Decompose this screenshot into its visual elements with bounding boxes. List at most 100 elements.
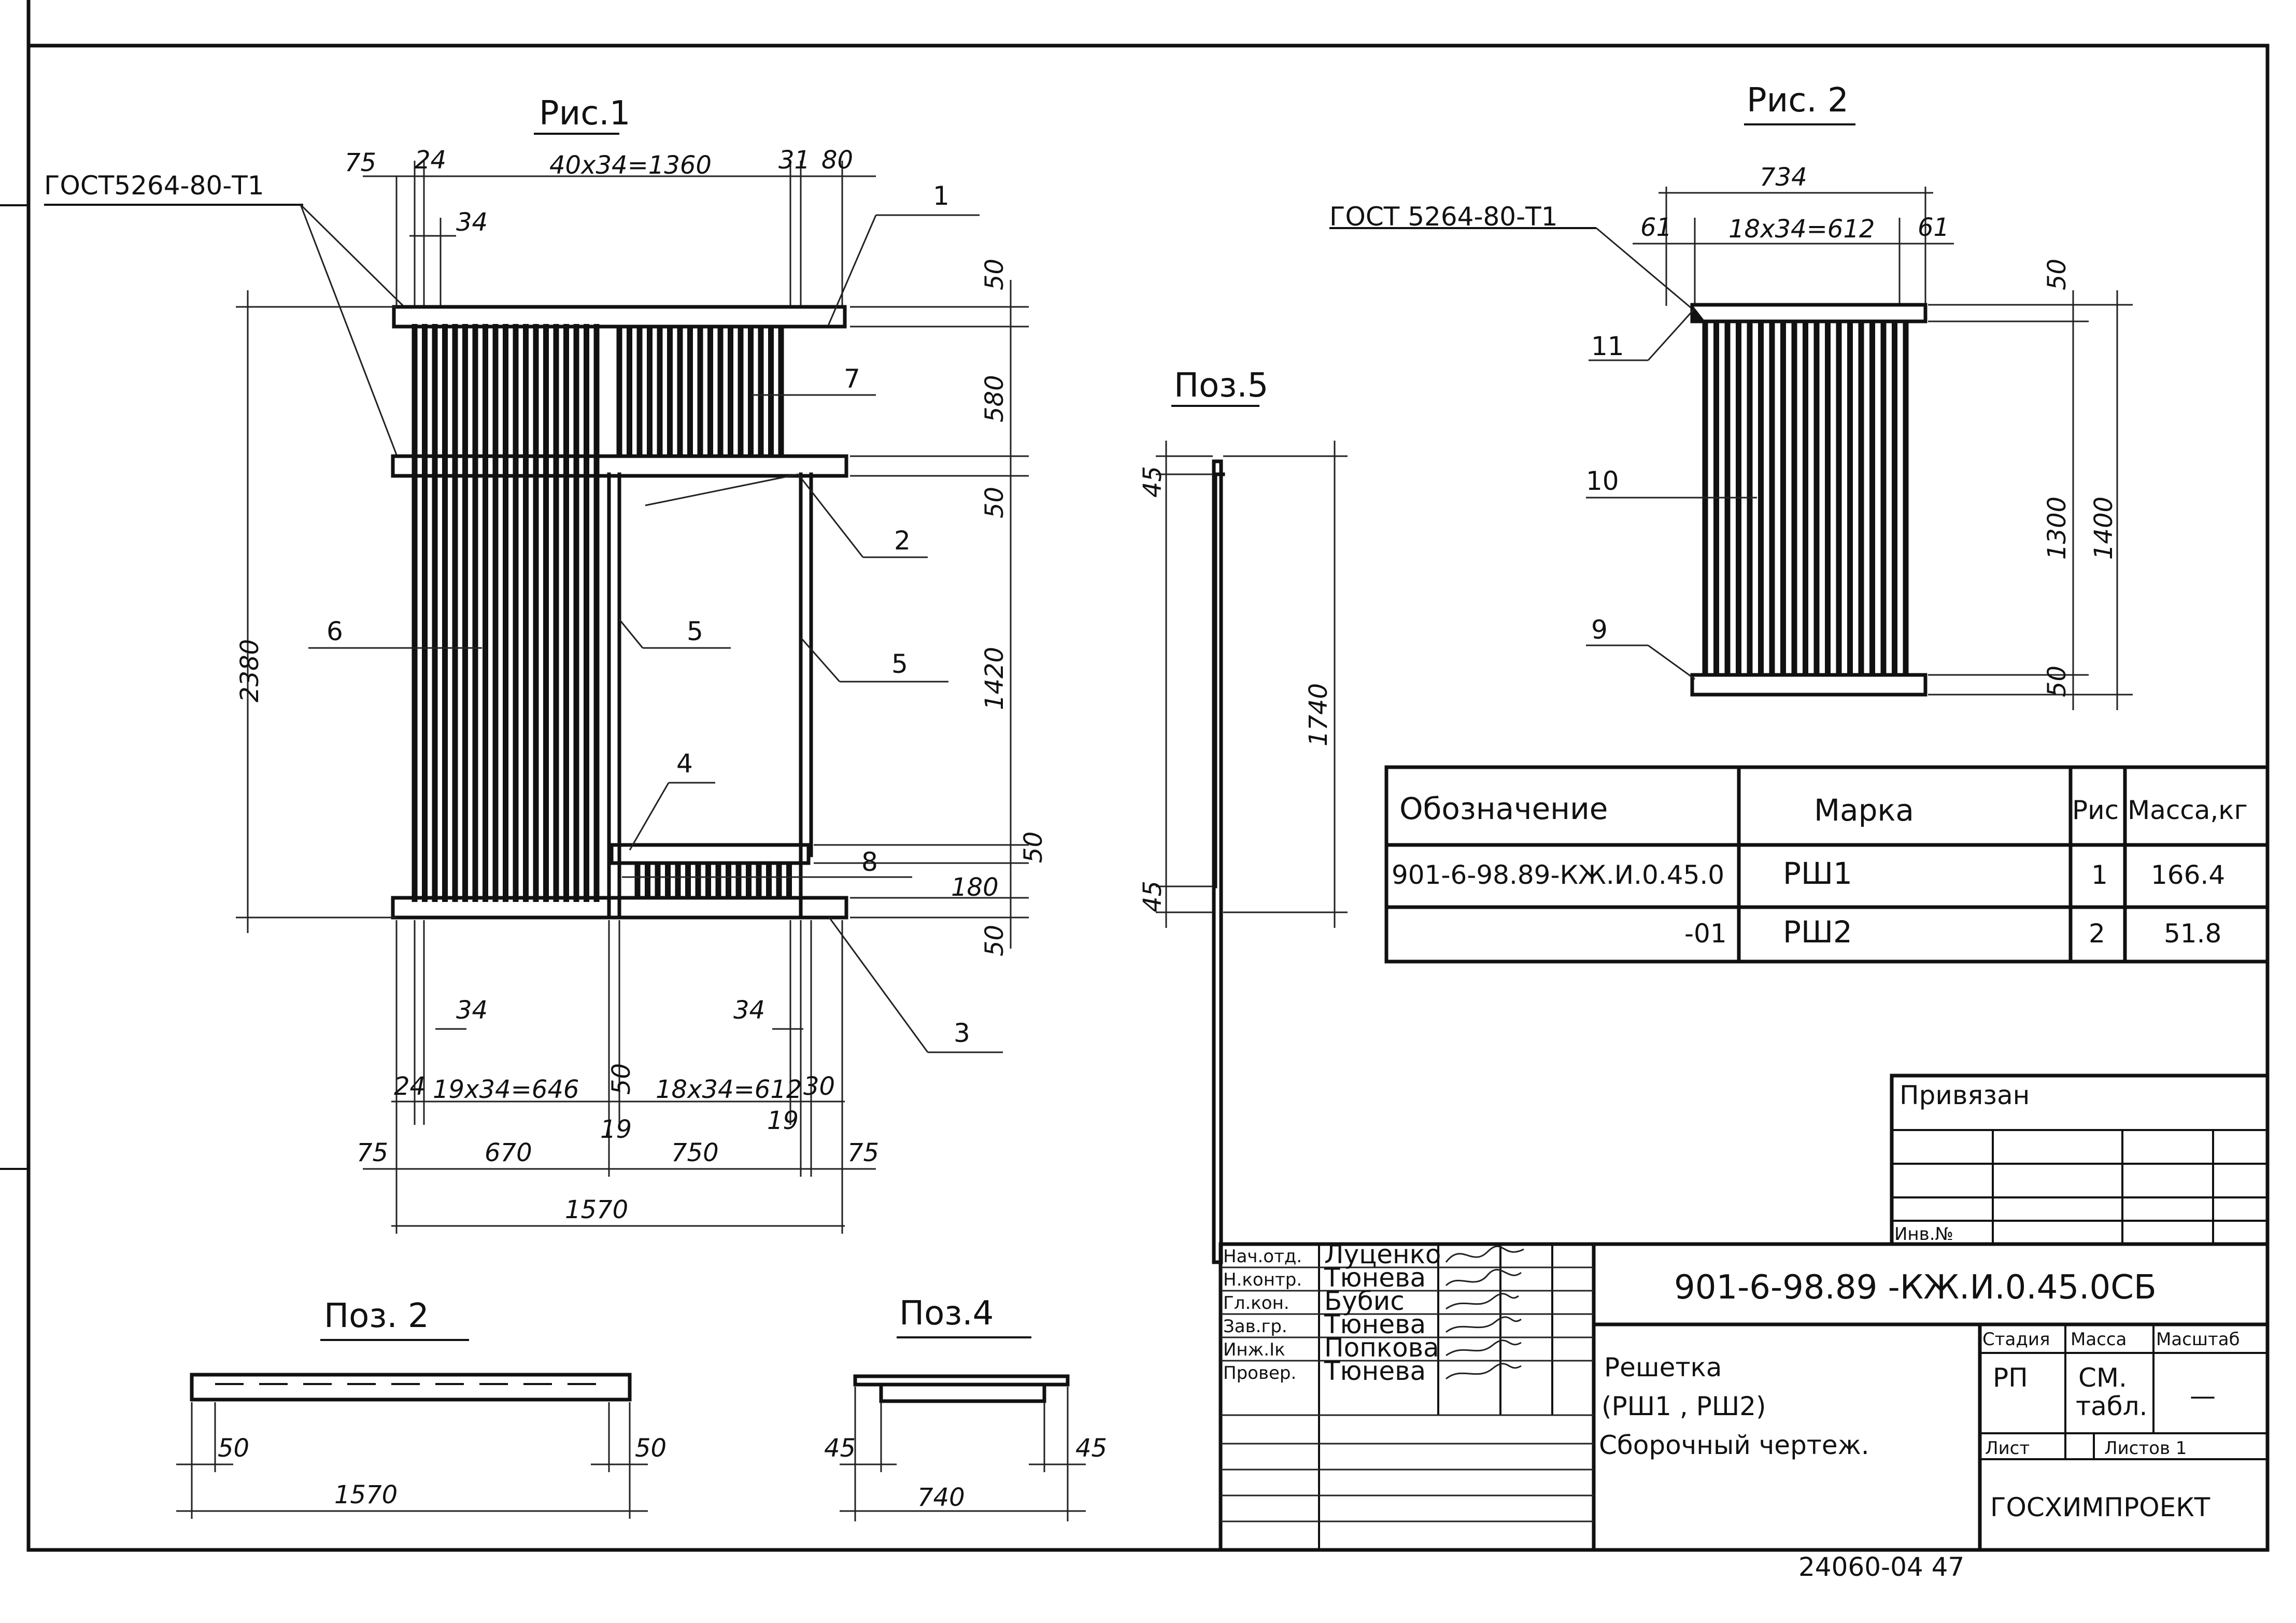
- fig1-title: Рис.1: [539, 94, 630, 133]
- role-head-dept: Нач.отд.: [1223, 1246, 1302, 1267]
- binding-label: Привязан: [1900, 1080, 2030, 1110]
- fig2-dim-612: 18х34=612: [1728, 215, 1875, 244]
- fig2-callout-10: 10: [1586, 466, 1619, 496]
- organization-name: ГОСХИМПРОЕКТ: [1990, 1492, 2210, 1522]
- fig1-vertical-bars-left: [412, 324, 600, 902]
- fig1-callout-4: 4: [676, 749, 693, 779]
- fig1-dim-r-50d: 50: [980, 925, 1009, 956]
- pos4-dim-45a: 45: [824, 1434, 856, 1463]
- fig1-callout-5b: 5: [891, 649, 908, 679]
- spec-row2-fig: 2: [2089, 919, 2105, 949]
- role-engineer: Инж.Iк: [1223, 1339, 1285, 1360]
- stage-value: РП: [1993, 1363, 2028, 1393]
- fig2-dim-61b: 61: [1918, 213, 1949, 242]
- fig1-dim-b-75a: 75: [357, 1138, 388, 1167]
- fig1-plate-lower-cross: [610, 843, 811, 865]
- fig1-dim-24: 24: [415, 146, 446, 175]
- role-checked: Провер.: [1223, 1363, 1296, 1384]
- inventory-number-label: Инв.№: [1894, 1224, 1953, 1245]
- spec-row1-fig: 1: [2091, 860, 2108, 890]
- doc-title-line2: (РШ1 , РШ2): [1601, 1391, 1766, 1421]
- pos5-dim-1740: 1740: [1304, 683, 1333, 746]
- doc-title-line1: Решетка: [1604, 1352, 1722, 1382]
- fig1-dim-b-670: 670: [485, 1138, 532, 1167]
- fig1-dim-r-1420: 1420: [980, 647, 1009, 710]
- scale-value: —: [2190, 1381, 2216, 1411]
- fig2-callout-11: 11: [1591, 331, 1624, 361]
- fig1-dim-r-50c: 50: [1019, 831, 1048, 863]
- fig1-dim-b-24: 24: [394, 1072, 426, 1101]
- fig1-dim-r-50b: 50: [980, 487, 1009, 518]
- spec-header-mark: Марка: [1814, 793, 1914, 828]
- fig1-callout-2: 2: [894, 526, 911, 556]
- binding-block: Привязан Инв.№: [1890, 1074, 2270, 1246]
- fig1-dim-b-646: 19х34=646: [433, 1075, 579, 1104]
- pos2-dim-50a: 50: [218, 1434, 249, 1463]
- signatures: [1445, 1245, 1524, 1380]
- pos4-title: Поз.4: [899, 1294, 994, 1333]
- position-5-detail: Поз.5 45 1740 45: [1138, 366, 1348, 1264]
- fig2-gost-label: ГОСТ 5264-80-Т1: [1329, 202, 1558, 232]
- name-2: Тюнева: [1324, 1263, 1426, 1293]
- spec-row1-mark: РШ1: [1783, 856, 1852, 891]
- stage-header: Стадия: [1982, 1329, 2050, 1350]
- fig1-callout-1: 1: [933, 181, 949, 211]
- fig2-title: Рис. 2: [1747, 81, 1849, 120]
- name-3: Бубис: [1324, 1286, 1405, 1316]
- fig2-dim-1300: 1300: [2043, 497, 2072, 560]
- pos2-plate: [190, 1373, 632, 1402]
- fig1-dim-r-50a: 50: [980, 259, 1009, 290]
- pos5-title: Поз.5: [1174, 366, 1268, 405]
- role-norm-control: Н.контр.: [1223, 1269, 1302, 1290]
- fig1-dim-b-19b: 19: [767, 1106, 799, 1135]
- fig1-dim-b-1570: 1570: [565, 1195, 628, 1224]
- fig1-callout-8: 8: [861, 847, 878, 877]
- mass-header: Масса: [2071, 1329, 2127, 1350]
- fig1-dim-b-34a: 34: [456, 996, 488, 1025]
- fig2-dim-50b: 50: [2043, 666, 2072, 697]
- spec-row2-designation: -01: [1684, 919, 1727, 949]
- fig2-callout-9: 9: [1591, 615, 1608, 645]
- fig1-dim-b-30: 30: [803, 1072, 835, 1101]
- role-chief-designer: Гл.кон.: [1223, 1293, 1289, 1314]
- sheet-header: Лист: [1985, 1438, 2030, 1459]
- name-1: Луценко: [1324, 1239, 1441, 1269]
- spec-row1-mass: 166.4: [2151, 860, 2225, 890]
- fig1-dim-r-180: 180: [951, 873, 999, 902]
- fig1-dim-r-580: 580: [980, 375, 1009, 422]
- pos4-dim-45b: 45: [1075, 1434, 1107, 1463]
- spec-row2-mass: 51.8: [2164, 919, 2221, 949]
- spec-header-fig: Рис: [2072, 795, 2119, 825]
- fig1-dim-31: 31: [778, 146, 810, 175]
- figure-2: Рис. 2 ГОСТ 5264-80-Т1 734 61 18х34=612 …: [1329, 81, 2133, 710]
- pos2-title: Поз. 2: [324, 1297, 429, 1335]
- pos4-plate-body: [879, 1382, 1046, 1403]
- fig1-dim-2380: 2380: [235, 639, 264, 702]
- sheets-header: Листов 1: [2104, 1438, 2187, 1459]
- name-5: Попкова: [1324, 1333, 1439, 1363]
- fig1-gost-label: ГОСТ5264-80-Т1: [44, 171, 264, 201]
- fig1-dim-80: 80: [821, 146, 853, 175]
- title-block: Нач.отд. Н.контр. Гл.кон. Зав.гр. Инж.Iк…: [1218, 1239, 2270, 1552]
- doc-title-line3: Сборочный чертеж.: [1599, 1430, 1869, 1460]
- pos4-dim-740: 740: [917, 1483, 965, 1512]
- figure-1: Рис.1 ГОСТ5264-80-Т1 75 24 40х34=1360 31…: [44, 94, 1048, 1234]
- name-6: Тюнева: [1324, 1356, 1426, 1386]
- fig1-callout-7: 7: [844, 364, 860, 394]
- scale-header: Масштаб: [2156, 1329, 2240, 1350]
- role-group-head: Зав.гр.: [1223, 1316, 1287, 1337]
- spec-row1-designation: 901-6-98.89-КЖ.И.0.45.0: [1392, 860, 1724, 890]
- mass-value-2: табл.: [2076, 1391, 2147, 1421]
- fig1-dim-34: 34: [456, 208, 488, 237]
- fig1-dim-75: 75: [345, 148, 376, 177]
- fig1-vertical-bars-lower-right: [634, 860, 792, 901]
- position-2-detail: Поз. 2 50 50 1570: [176, 1297, 667, 1519]
- pos5-dim-45a: 45: [1138, 466, 1167, 498]
- spec-header-designation: Обозначение: [1399, 791, 1608, 826]
- fig2-dim-1400: 1400: [2089, 497, 2118, 560]
- pos2-dim-50b: 50: [635, 1434, 667, 1463]
- fig1-callout-3: 3: [954, 1018, 970, 1048]
- fig2-plate-bottom: [1690, 673, 1927, 697]
- fig2-dim-734: 734: [1760, 163, 1807, 192]
